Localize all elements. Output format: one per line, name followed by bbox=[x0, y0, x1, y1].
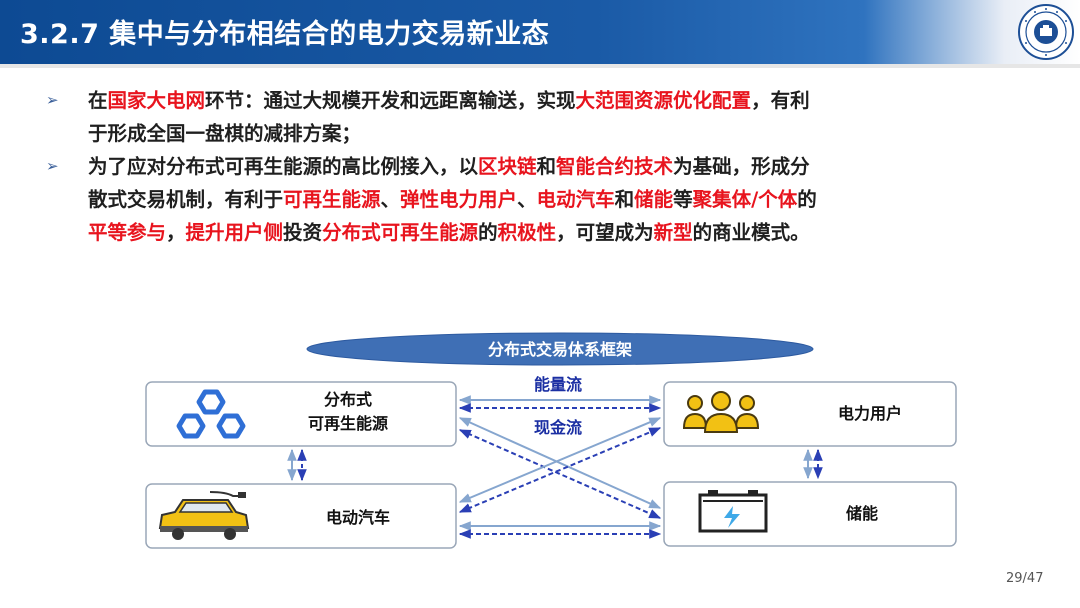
header-underline bbox=[0, 64, 1080, 68]
body-text: ，有利 bbox=[751, 89, 810, 112]
body-text: 等 bbox=[673, 188, 693, 211]
highlight-text: 弹性电力用户 bbox=[400, 188, 518, 211]
bullet-line: 为了应对分布式可再生能源的高比例接入，以区块链和智能合约技术为基础，形成分 bbox=[88, 150, 1050, 183]
body-text: 、 bbox=[517, 188, 537, 211]
slide-title: 3.2.7 集中与分布相结合的电力交易新业态 bbox=[20, 19, 550, 50]
body-text: 环节：通过大规模开发和远距离输送，实现 bbox=[205, 89, 576, 112]
storage-label: 储能 bbox=[845, 504, 878, 523]
highlight-text: 国家大电网 bbox=[107, 89, 206, 112]
battery-icon bbox=[698, 490, 768, 533]
bullet-line: 散式交易机制，有利于可再生能源、弹性电力用户、电动汽车和储能等聚集体/个体的 bbox=[88, 183, 1050, 216]
electric-car-icon bbox=[158, 491, 250, 540]
bullet-line: 在国家大电网环节：通过大规模开发和远距离输送，实现大范围资源优化配置，有利 bbox=[88, 84, 1050, 117]
bullet-line: 平等参与，提升用户侧投资分布式可再生能源的积极性，可望成为新型的商业模式。 bbox=[88, 216, 1050, 249]
body-text: 投资 bbox=[283, 221, 323, 244]
body-text: 在 bbox=[88, 89, 108, 112]
body-text: 、 bbox=[380, 188, 401, 211]
user-label: 电力用户 bbox=[838, 404, 902, 423]
bullet-item: ➢ 在国家大电网环节：通过大规模开发和远距离输送，实现大范围资源优化配置，有利于形… bbox=[40, 84, 1050, 150]
bullet-list: ➢ 在国家大电网环节：通过大规模开发和远距离输送，实现大范围资源优化配置，有利于形… bbox=[40, 84, 1050, 249]
diag-dashed-arrow-1 bbox=[458, 429, 662, 519]
user-node bbox=[663, 381, 957, 447]
body-text: 为基础，形成分 bbox=[673, 155, 810, 178]
bullet-arrow-icon: ➢ bbox=[46, 91, 59, 109]
highlight-text: 储能 bbox=[634, 188, 674, 211]
highlight-text: 可再生能源 bbox=[283, 188, 381, 211]
body-text: 的 bbox=[478, 221, 498, 244]
renewable-label-line1: 分布式 bbox=[324, 390, 372, 409]
body-text: 为了应对分布式可再生能源的高比例接入，以 bbox=[88, 155, 479, 178]
highlight-text: 区块链 bbox=[478, 155, 537, 178]
highlight-text: 聚集体/个体 bbox=[692, 188, 798, 211]
university-seal-icon bbox=[1018, 4, 1074, 60]
body-text: ， bbox=[166, 221, 186, 244]
highlight-text: 平等参与 bbox=[88, 221, 167, 244]
bullet-arrow-icon: ➢ bbox=[46, 157, 59, 175]
body-text: 的 bbox=[797, 188, 817, 211]
bullet-item: ➢为了应对分布式可再生能源的高比例接入，以区块链和智能合约技术为基础，形成分散式… bbox=[40, 150, 1050, 249]
user-group-icon bbox=[682, 391, 760, 433]
body-text: ，可望成为 bbox=[556, 221, 654, 244]
hexagon-cluster-icon bbox=[176, 389, 246, 439]
cash-flow-label: 现金流 bbox=[534, 418, 582, 437]
highlight-text: 电动汽车 bbox=[536, 188, 615, 211]
page-number: 29/47 bbox=[1006, 571, 1044, 586]
body-text: 的商业模式。 bbox=[692, 221, 810, 244]
highlight-text: 提升用户侧 bbox=[185, 221, 284, 244]
body-text: 和 bbox=[614, 188, 635, 211]
bullet-line: 于形成全国一盘棋的减排方案； bbox=[88, 117, 1050, 150]
body-text: 散式交易机制，有利于 bbox=[88, 188, 284, 211]
ev-label: 电动汽车 bbox=[326, 508, 390, 527]
framework-title: 分布式交易体系框架 bbox=[488, 340, 632, 359]
diag-dashed-arrow-2 bbox=[458, 427, 662, 513]
body-text: 于形成全国一盘棋的减排方案； bbox=[88, 122, 362, 145]
highlight-text: 智能合约技术 bbox=[556, 155, 674, 178]
body-text: 和 bbox=[536, 155, 557, 178]
highlight-text: 分布式可再生能源 bbox=[322, 221, 479, 244]
energy-flow-label: 能量流 bbox=[534, 375, 582, 394]
slide-header: 3.2.7 集中与分布相结合的电力交易新业态 bbox=[0, 0, 1080, 64]
highlight-text: 新型 bbox=[653, 221, 693, 244]
highlight-text: 大范围资源优化配置 bbox=[575, 89, 752, 112]
framework-title-ellipse bbox=[306, 332, 814, 366]
renewable-label-line2: 可再生能源 bbox=[308, 414, 388, 433]
highlight-text: 积极性 bbox=[497, 221, 557, 244]
